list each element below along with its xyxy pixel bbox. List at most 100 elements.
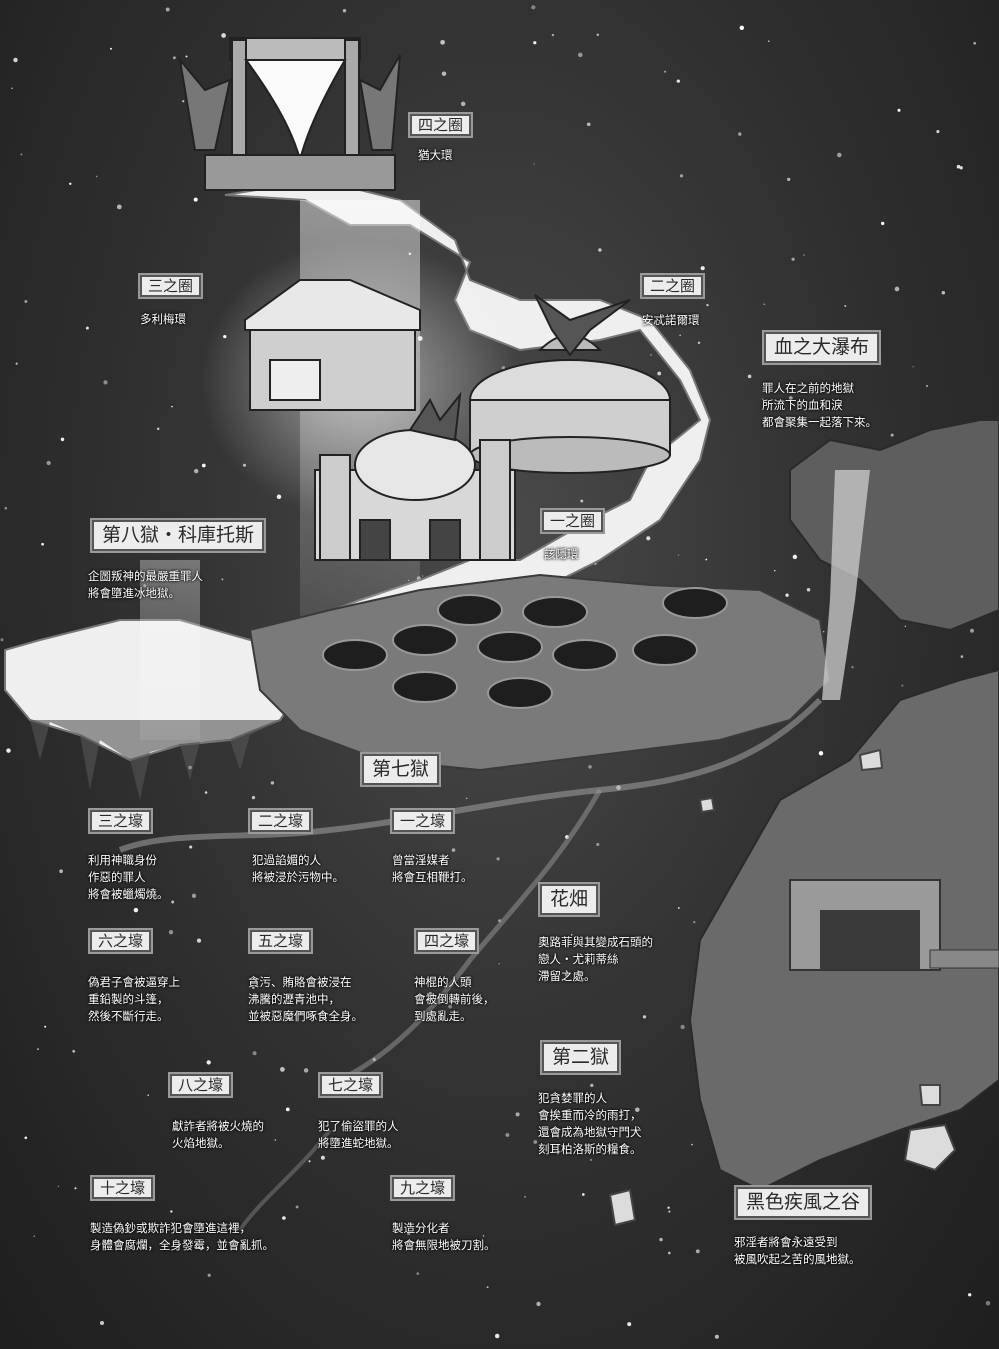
star — [196, 938, 202, 943]
star — [342, 9, 347, 13]
star — [881, 221, 885, 226]
label-bolgia3[interactable]: 三之壕 — [88, 808, 154, 834]
desc-black-wind-valley: 邪淫者將會永遠受到 被風吹起之苦的風地獄。 — [734, 1234, 861, 1268]
label-bolgia6[interactable]: 六之壕 — [88, 928, 154, 954]
pit — [437, 594, 503, 626]
label-black-wind-valley[interactable]: 黑色疾風之谷 — [734, 1185, 873, 1220]
desc-line: 製造分化者 — [392, 1221, 450, 1235]
label-bolgia10[interactable]: 十之壕 — [90, 1175, 156, 1201]
label-bolgia9[interactable]: 九之壕 — [390, 1175, 456, 1201]
star — [37, 1048, 39, 1050]
desc-line: 然後不斷行走。 — [88, 1009, 169, 1023]
desc-bolgia3: 利用神職身份 作惡的罪人 將會被蠟燭燒。 — [88, 852, 169, 903]
star — [738, 132, 742, 136]
desc-line: 犯了偷盜罪的人 — [318, 1119, 399, 1133]
star — [20, 153, 23, 156]
star — [767, 40, 770, 43]
desc-line: 罪人在之前的地獄 — [762, 381, 854, 395]
desc-line: 還會成為地獄守門犬 — [538, 1125, 642, 1139]
star — [460, 101, 466, 107]
star — [193, 197, 198, 202]
star — [147, 1094, 149, 1096]
desc-flower-field: 奧路菲與其變成石頭的 戀人・尤莉蒂絲 滯留之處。 — [538, 934, 653, 985]
star — [894, 286, 900, 292]
label-bolgia5[interactable]: 五之壕 — [248, 928, 314, 954]
river — [338, 788, 603, 1083]
star — [973, 41, 977, 45]
star — [57, 1185, 60, 1187]
label-bolgia2[interactable]: 二之壕 — [248, 808, 314, 834]
label-prison8[interactable]: 第八獄・科庫托斯 — [90, 518, 267, 553]
star — [785, 593, 789, 597]
star — [515, 1112, 520, 1117]
star — [792, 554, 798, 560]
pit — [392, 624, 458, 656]
desc-line: 火焰地獄。 — [172, 1136, 230, 1150]
label-prison7[interactable]: 第七獄 — [360, 752, 442, 787]
star — [646, 536, 651, 541]
label-circle2[interactable]: 二之圈 — [640, 273, 706, 299]
label-blood-falls[interactable]: 血之大瀑布 — [762, 330, 882, 365]
star — [642, 1015, 647, 1019]
star — [677, 554, 680, 556]
star — [700, 266, 705, 271]
star — [165, 7, 170, 12]
star — [221, 33, 226, 38]
star — [60, 437, 65, 442]
desc-line: 都會聚集一起落下來。 — [762, 415, 877, 429]
star — [59, 869, 63, 874]
star — [303, 1068, 309, 1073]
star — [691, 1143, 693, 1146]
star — [590, 1083, 594, 1088]
river — [118, 697, 823, 853]
star — [612, 942, 614, 945]
river — [238, 1128, 332, 1232]
star — [627, 1322, 632, 1327]
star — [941, 290, 946, 295]
star — [466, 797, 468, 799]
desc-line: 將會墮進冰地獄。 — [88, 586, 180, 600]
desc-bolgia1: 曾當淫媒者 將會互相鞭打。 — [392, 852, 473, 886]
pits — [322, 587, 728, 709]
label-bolgia7[interactable]: 七之壕 — [318, 1072, 384, 1098]
star — [441, 71, 447, 76]
star — [970, 628, 974, 633]
label-flower-field[interactable]: 花畑 — [538, 882, 601, 917]
star — [524, 1195, 526, 1198]
label-circle3[interactable]: 三之圈 — [138, 273, 204, 299]
desc-line: 神棍的人頭 — [414, 975, 472, 989]
desc-bolgia6: 偽君子會被逼穿上 重鉛製的斗篷， 然後不斷行走。 — [88, 974, 180, 1025]
star — [818, 751, 824, 756]
star — [33, 1235, 35, 1237]
star — [11, 87, 13, 90]
label-bolgia4[interactable]: 四之壕 — [414, 928, 480, 954]
desc-line: 被風吹起之苦的風地獄。 — [734, 1252, 861, 1266]
label-bolgia8[interactable]: 八之壕 — [168, 1072, 234, 1098]
label-circle4[interactable]: 四之圈 — [408, 112, 474, 138]
star — [912, 366, 914, 368]
star — [274, 1139, 277, 1141]
desc-blood-falls: 罪人在之前的地獄 所流下的血和淚 都會聚集一起落下來。 — [762, 380, 877, 431]
star — [168, 929, 174, 935]
star — [308, 1160, 311, 1163]
bridge — [929, 949, 999, 969]
star — [679, 174, 684, 178]
label-circle1[interactable]: 一之圈 — [540, 508, 606, 534]
star — [406, 1231, 411, 1235]
desc-line: 所流下的血和淚 — [762, 398, 843, 412]
desc-line: 犯貪婪罪的人 — [538, 1091, 607, 1105]
star — [252, 1051, 257, 1056]
upper-right-cliffs — [789, 419, 999, 632]
desc-line: 重鉛製的斗篷， — [88, 992, 169, 1006]
star — [191, 893, 197, 898]
desc-prison8: 企圖叛神的最嚴重罪人 將會墮進冰地獄。 — [88, 568, 203, 602]
star — [788, 396, 793, 401]
label-bolgia1[interactable]: 一之壕 — [390, 808, 456, 834]
star — [74, 1187, 77, 1190]
label-prison2[interactable]: 第二獄 — [540, 1040, 622, 1075]
floating-rocks — [608, 748, 957, 1227]
star — [890, 433, 894, 437]
star — [837, 152, 842, 158]
star — [206, 1060, 211, 1065]
